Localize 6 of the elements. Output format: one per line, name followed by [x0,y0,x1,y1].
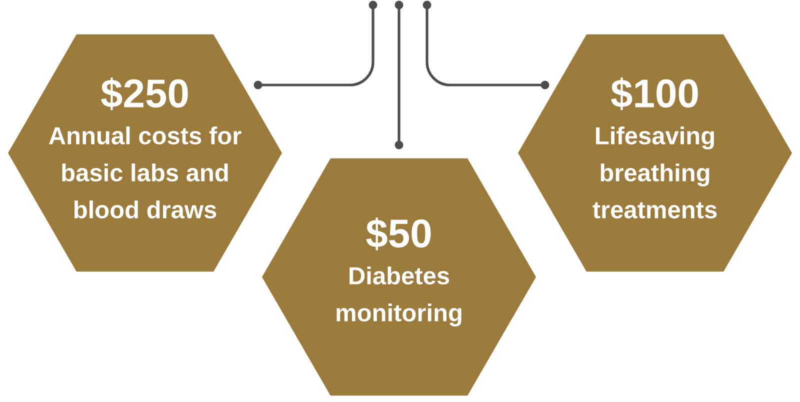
connector-line [394,0,404,150]
hexagon: $50 Diabetes monitoring [262,158,536,396]
hexagon: $250 Annual costs for basic labs and blood draws [8,34,282,272]
hexagon: $100 Lifesaving breathing treatments [518,34,792,272]
connector-line [254,0,378,90]
connector-line [422,0,550,90]
